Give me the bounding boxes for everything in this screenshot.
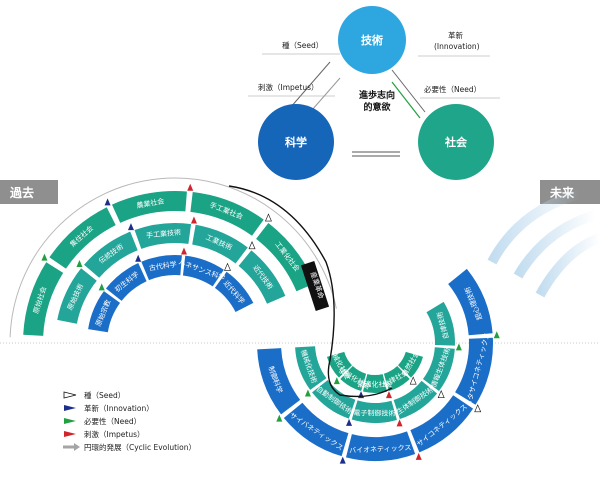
past-corner: 過去 <box>0 180 58 204</box>
ring-marker-triangle <box>41 253 48 261</box>
ring-marker-triangle <box>409 376 417 385</box>
middle-left-segment <box>84 231 138 278</box>
ring-marker-triangle <box>104 198 111 206</box>
ring-marker-triangle <box>455 343 462 351</box>
outer-left-segment <box>23 262 64 336</box>
ring-marker-triangle <box>135 254 142 262</box>
ring-marker-triangle <box>276 414 283 422</box>
outer-left-segment <box>190 192 264 236</box>
green-triangle-icon <box>64 418 76 424</box>
ring-marker-triangle <box>339 456 346 464</box>
middle-right-segment <box>351 400 397 424</box>
top-triangle: 技術 科学 社会 進歩志向 的意欲 種（Seed） 刺激（Impetus） 革新… <box>248 6 500 180</box>
center-label-1: 進歩志向 <box>359 89 395 101</box>
legend-seed: 種（Seed） <box>84 390 125 400</box>
ring-marker-triangle <box>493 331 500 339</box>
impetus-label: 刺激（Impetus） <box>258 82 319 92</box>
inner-left-segment <box>105 263 147 301</box>
ring-marker-triangle <box>248 241 256 250</box>
outer-left-segment <box>49 207 116 269</box>
outer-left-guide <box>9 177 337 338</box>
inner-left-segment <box>182 255 224 287</box>
ring-marker-triangle <box>190 216 197 224</box>
middle-right-segment <box>295 346 327 390</box>
svg-text:過去: 過去 <box>9 185 34 200</box>
innovation-label-2: (Innovation) <box>434 42 480 51</box>
navy-triangle-icon <box>64 405 76 411</box>
outer-right-segment <box>257 348 301 415</box>
inner-right-segment <box>362 374 388 393</box>
middle-right-segment <box>422 347 455 392</box>
ring-marker-triangle <box>98 283 105 291</box>
seed-triangle-icon <box>63 391 77 399</box>
middle-left-segment <box>134 222 192 249</box>
ring-marker-triangle <box>385 391 392 399</box>
ring-marker-triangle <box>333 377 340 385</box>
inner-right-segment <box>398 351 424 378</box>
center-label-2: 的意欲 <box>363 101 390 113</box>
society-circle <box>418 104 494 180</box>
middle-right-segment <box>312 380 356 419</box>
middle-left-segment <box>238 250 286 304</box>
ring-marker-triangle <box>474 404 482 413</box>
legend-impetus: 刺激（Impetus） <box>84 429 145 439</box>
ring-marker-triangle <box>437 389 445 399</box>
inner-right-segment <box>326 351 352 378</box>
ring-marker-triangle <box>264 213 272 222</box>
ring-markers <box>41 183 500 464</box>
ring-marker-triangle <box>346 418 353 426</box>
legend-cyclic: 円環的発展（Cyclic Evolution） <box>84 442 196 452</box>
legend: 種（Seed） 革新（Innovation） 必要性（Need） 刺激（Impe… <box>63 390 196 452</box>
outer-right-segment <box>283 402 349 457</box>
tech-label: 技術 <box>361 33 383 47</box>
seed-label: 種（Seed） <box>282 40 323 50</box>
society-label: 社会 <box>444 135 468 149</box>
ring-marker-triangle <box>224 262 231 271</box>
inner-right-segment <box>340 366 367 392</box>
middle-left-segment <box>57 268 97 324</box>
inner-right-segment <box>383 366 410 392</box>
outer-right-segment <box>410 395 474 453</box>
innovation-label-1: 革新 <box>448 30 463 40</box>
science-label: 科学 <box>285 135 307 149</box>
outer-right-segment <box>345 431 416 462</box>
tech-circle <box>338 6 406 74</box>
outer-right-label: バイオネティックス <box>349 444 412 455</box>
ring-marker-triangle <box>180 247 187 255</box>
middle-right-segment <box>426 301 455 346</box>
middle-left-segment <box>192 224 248 264</box>
science-circle <box>258 104 334 180</box>
industrial-revolution-line <box>228 185 393 398</box>
ring-marker-triangle <box>187 183 194 191</box>
inner-left-segment <box>141 255 182 281</box>
inner-left-label: 古代科学 <box>148 259 177 272</box>
middle-left-label: 手工業技術 <box>146 227 182 240</box>
need-label: 必要性（Need） <box>424 84 481 94</box>
inner-left-segment <box>88 291 121 333</box>
inner-left-segment <box>214 271 254 313</box>
future-fade <box>487 189 600 298</box>
ring-marker-triangle <box>304 389 311 397</box>
ring-segments <box>9 177 493 462</box>
outer-left-segment <box>256 223 315 292</box>
ring-marker-triangle <box>76 259 83 267</box>
ring-marker-triangle <box>415 452 422 460</box>
outer-right-segment <box>455 337 493 405</box>
legend-innovation: 革新（Innovation） <box>84 403 154 413</box>
middle-right-segment <box>393 380 438 420</box>
ring-marker-triangle <box>127 223 134 231</box>
red-triangle-icon <box>64 431 76 437</box>
outer-left-segment <box>111 191 187 223</box>
middle-right-label: 電子制御技術 <box>353 408 395 417</box>
inner-right-label: 最適化社会 <box>358 380 393 389</box>
legend-need: 必要性（Need） <box>84 416 141 426</box>
ring-marker-triangle <box>396 419 403 427</box>
outer-right-segment <box>448 268 493 336</box>
